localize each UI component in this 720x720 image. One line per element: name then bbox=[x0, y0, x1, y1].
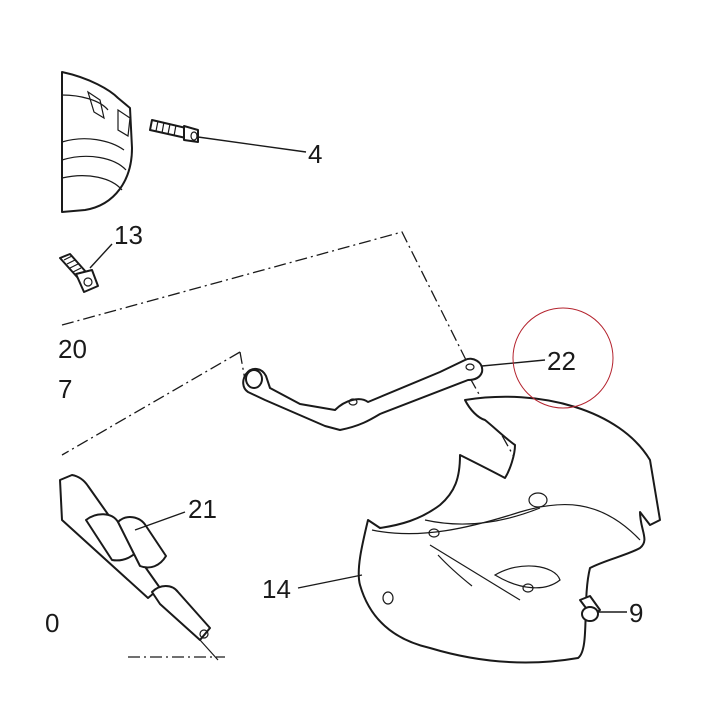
highlight-circle bbox=[512, 307, 614, 409]
callout-22: 22 bbox=[547, 346, 576, 376]
bolt-part-4 bbox=[149, 119, 199, 143]
callout-20: 20 bbox=[58, 334, 87, 364]
leader-13 bbox=[89, 243, 113, 269]
bolt-part-13 bbox=[59, 253, 99, 293]
shaft-part bbox=[59, 474, 219, 661]
leader-4 bbox=[197, 136, 307, 153]
leader-21 bbox=[134, 511, 186, 531]
assembly-line-upper bbox=[61, 231, 467, 361]
callout-0: 0 bbox=[45, 608, 59, 638]
assembly-line-left bbox=[61, 351, 246, 456]
callout-14: 14 bbox=[262, 574, 291, 604]
cover-plate-part bbox=[357, 395, 661, 664]
bracket-arm-part bbox=[242, 357, 484, 431]
callout-13: 13 bbox=[114, 220, 143, 250]
callout-4: 4 bbox=[308, 139, 322, 169]
clamp-collar-part bbox=[61, 71, 133, 213]
callout-9: 9 bbox=[629, 598, 643, 628]
callout-7: 7 bbox=[58, 374, 72, 404]
leader-14 bbox=[297, 574, 363, 589]
callout-21: 21 bbox=[188, 494, 217, 524]
bolt-part-9 bbox=[579, 595, 601, 622]
